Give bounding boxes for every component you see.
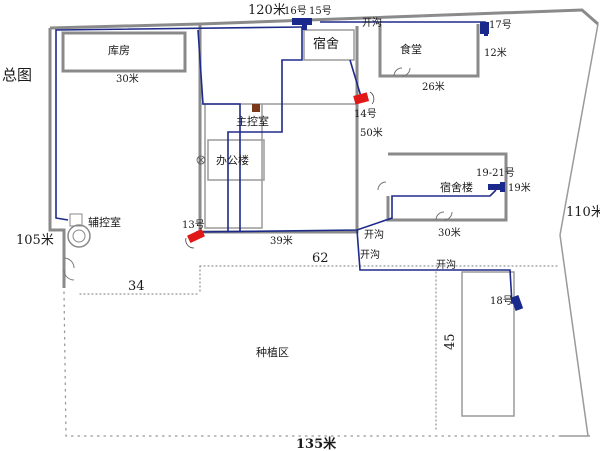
- camera-label-14: 14号: [354, 108, 377, 120]
- dim-warehouse-width: 30米: [116, 72, 139, 85]
- room-canteen: 食堂: [400, 42, 422, 56]
- camera-19-21-icon: [488, 182, 505, 192]
- dim-canteen-side: 12米: [484, 46, 507, 59]
- dim-right-side: 110米: [566, 205, 600, 220]
- cable-dorm-loop: [227, 27, 303, 232]
- page-title: 总图: [2, 66, 32, 84]
- outer-wall-left-upper: [48, 28, 66, 288]
- warehouse-building: [61, 31, 187, 73]
- dorm-top-block: [303, 29, 355, 61]
- camera-16-15-icon: [292, 18, 312, 30]
- cable-warehouse-drop: [197, 29, 241, 232]
- trench-label-1: 开沟: [362, 16, 382, 29]
- camera-label-15: 15号: [309, 5, 332, 17]
- dorm-building-gate: [377, 181, 387, 191]
- room-warehouse: 库房: [108, 44, 130, 57]
- aux-control-tower: [67, 224, 91, 248]
- dim-lower-left: 34: [128, 279, 145, 294]
- camera-14-icon: [353, 91, 375, 105]
- cable-main-trunk: [195, 189, 497, 233]
- outer-wall-right: [559, 23, 599, 236]
- trench-label-3: 开沟: [360, 248, 380, 261]
- camera-13-icon: [185, 228, 205, 249]
- dim-left-side: 105米: [16, 233, 54, 248]
- dim-dorm-building-width: 30米: [438, 226, 461, 239]
- dim-planting-height: 45: [443, 333, 458, 350]
- camera-label-16: 16号: [284, 5, 307, 17]
- dim-canteen-width: 26米: [422, 80, 445, 93]
- dorm-building: [386, 152, 508, 222]
- canteen-building: [378, 24, 480, 78]
- main-control-marker: [252, 104, 260, 112]
- trench-label-2: 开沟: [364, 228, 384, 241]
- cable-to-14: [349, 59, 363, 101]
- aux-control-base: [69, 213, 83, 227]
- cable-to-18: [356, 229, 513, 305]
- room-office: 办公楼: [216, 153, 249, 167]
- room-dormitory-top: 宿舍: [313, 36, 339, 52]
- central-inner-room: [204, 104, 263, 229]
- dim-top: 120米: [248, 3, 286, 18]
- room-planting: 种植区: [256, 345, 289, 359]
- dim-middle: 62: [312, 251, 329, 266]
- camera-label-17: 17号: [489, 19, 512, 31]
- outer-wall-left-lower: [63, 291, 561, 437]
- dim-bottom: 135米: [296, 436, 337, 451]
- camera-17-icon: [480, 22, 489, 36]
- cable-top-left: [55, 26, 303, 221]
- room-main-control: 主控室: [236, 114, 269, 128]
- dim-office-span: 39米: [270, 234, 293, 247]
- trench-label-4: 开沟: [436, 258, 456, 271]
- canteen-door: [393, 67, 411, 77]
- planting-plot: [461, 271, 515, 417]
- camera-18-icon: [510, 295, 524, 311]
- dim-dorm-depth: 50米: [360, 126, 383, 139]
- camera-label-13: 13号: [182, 219, 205, 231]
- dorm-building-door: [435, 211, 453, 221]
- outer-wall-top: [49, 8, 599, 30]
- room-dorm-building: 宿舍楼: [440, 180, 473, 194]
- office-marker-icon: [196, 155, 206, 165]
- cable-to-17: [320, 21, 486, 30]
- aux-control-inner: [72, 229, 86, 243]
- central-block: [198, 24, 359, 234]
- office-building: [207, 139, 265, 181]
- room-aux-control: 辅控室: [88, 215, 121, 229]
- outer-wall-right-lower: [559, 234, 589, 437]
- camera-label-19-21: 19-21号: [476, 167, 515, 179]
- camera-label-18: 18号: [490, 295, 513, 307]
- left-gate: [63, 257, 75, 281]
- camera-label-19m: 19米: [508, 181, 531, 194]
